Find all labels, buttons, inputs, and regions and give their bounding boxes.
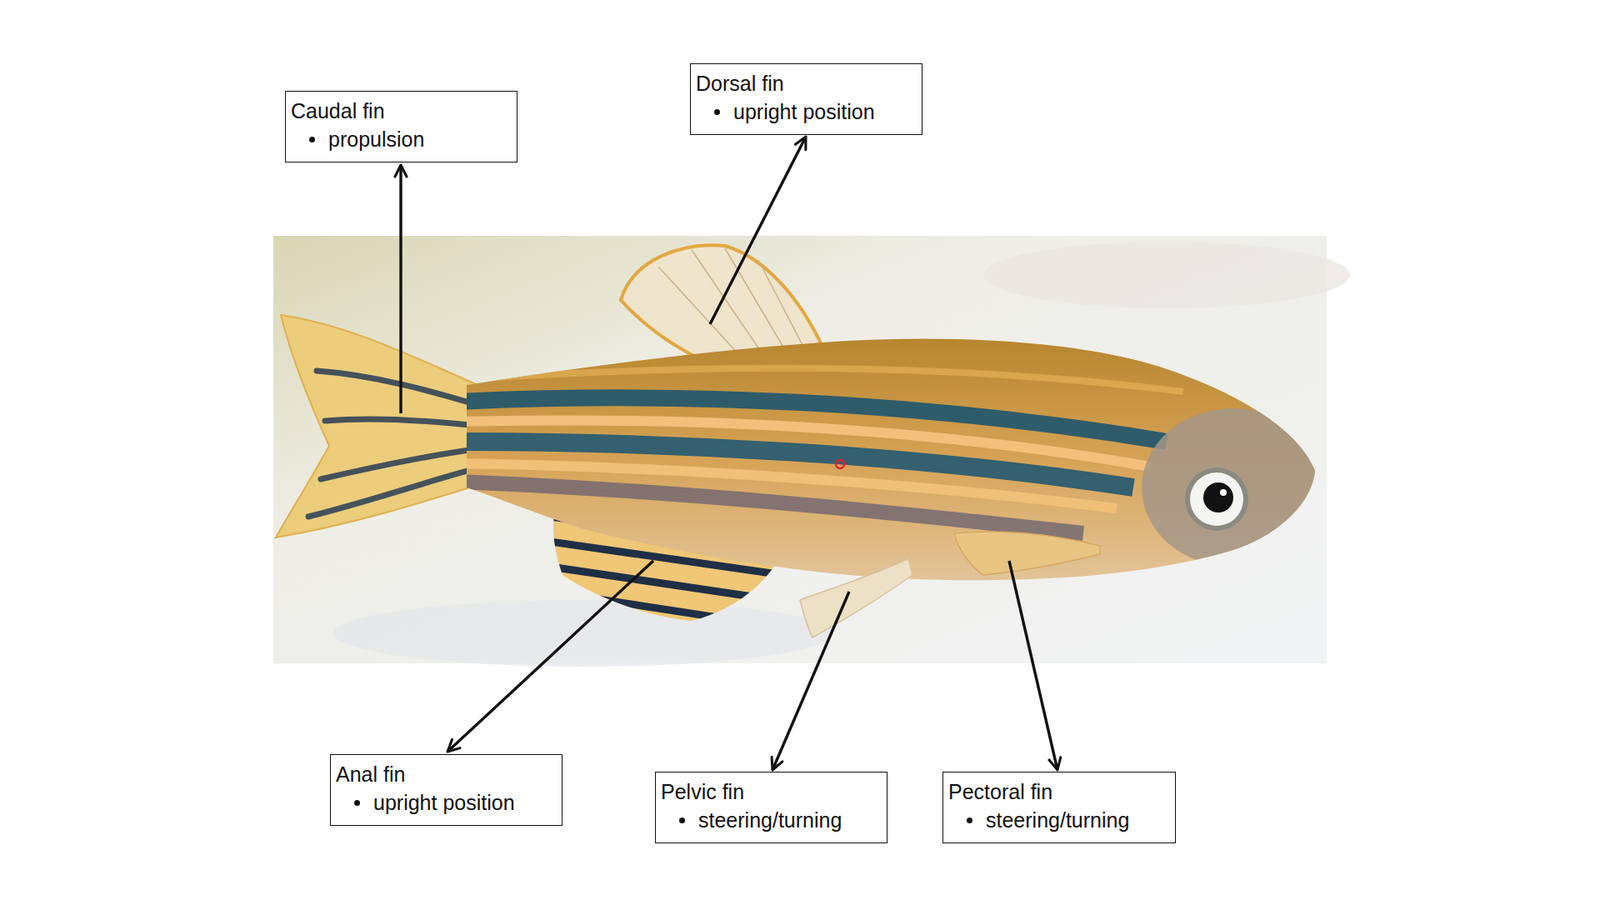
- fin-name: Caudal fin: [290, 99, 385, 123]
- fin-role-row: propulsion: [290, 125, 509, 154]
- bullet-dot: [714, 109, 720, 115]
- bullet-dot: [966, 817, 973, 824]
- callout-box: Anal fin upright position: [330, 754, 563, 826]
- leader-lines: [400, 136, 1058, 770]
- fin-name-row: Pelvic fin: [660, 777, 879, 806]
- fish-body: [458, 338, 1325, 580]
- pectoral-fin: [954, 531, 1100, 575]
- fin-role: propulsion: [328, 127, 425, 151]
- callout-box: Pectoral fin steering/turning: [942, 771, 1176, 844]
- fin-name-row: Pectoral fin: [948, 777, 1167, 806]
- fin-role-row: upright position: [335, 788, 554, 817]
- fin-name: Pelvic fin: [660, 780, 745, 804]
- fin-role: upright position: [373, 790, 515, 815]
- fin-name-row: Caudal fin: [290, 96, 509, 125]
- callout-box: Pelvic fin steering/turning: [655, 771, 888, 844]
- fin-role: steering/turning: [985, 808, 1130, 832]
- bullet-dot: [309, 136, 315, 143]
- bullet-dot: [354, 800, 360, 806]
- fin-name: Dorsal fin: [695, 71, 785, 95]
- fin-name: Anal fin: [335, 762, 405, 786]
- pelvic-fin: [800, 558, 913, 638]
- red-dot: [835, 460, 845, 469]
- callout-box: Dorsal fin upright position: [690, 63, 923, 135]
- fin-role-row: steering/turning: [660, 805, 879, 835]
- fin-name-row: Dorsal fin: [695, 69, 914, 98]
- bullet-dot: [679, 817, 685, 824]
- fish-eye: [1185, 467, 1249, 531]
- fin-role: upright position: [733, 100, 875, 124]
- fin-role-row: steering/turning: [948, 805, 1167, 835]
- fin-role: steering/turning: [698, 808, 842, 832]
- fin-role-row: upright position: [695, 97, 914, 126]
- fin-name: Pectoral fin: [948, 780, 1053, 804]
- callout-box: Caudal fin propulsion: [285, 90, 518, 163]
- caudal-fin: [275, 315, 484, 538]
- fin-name-row: Anal fin: [335, 760, 554, 789]
